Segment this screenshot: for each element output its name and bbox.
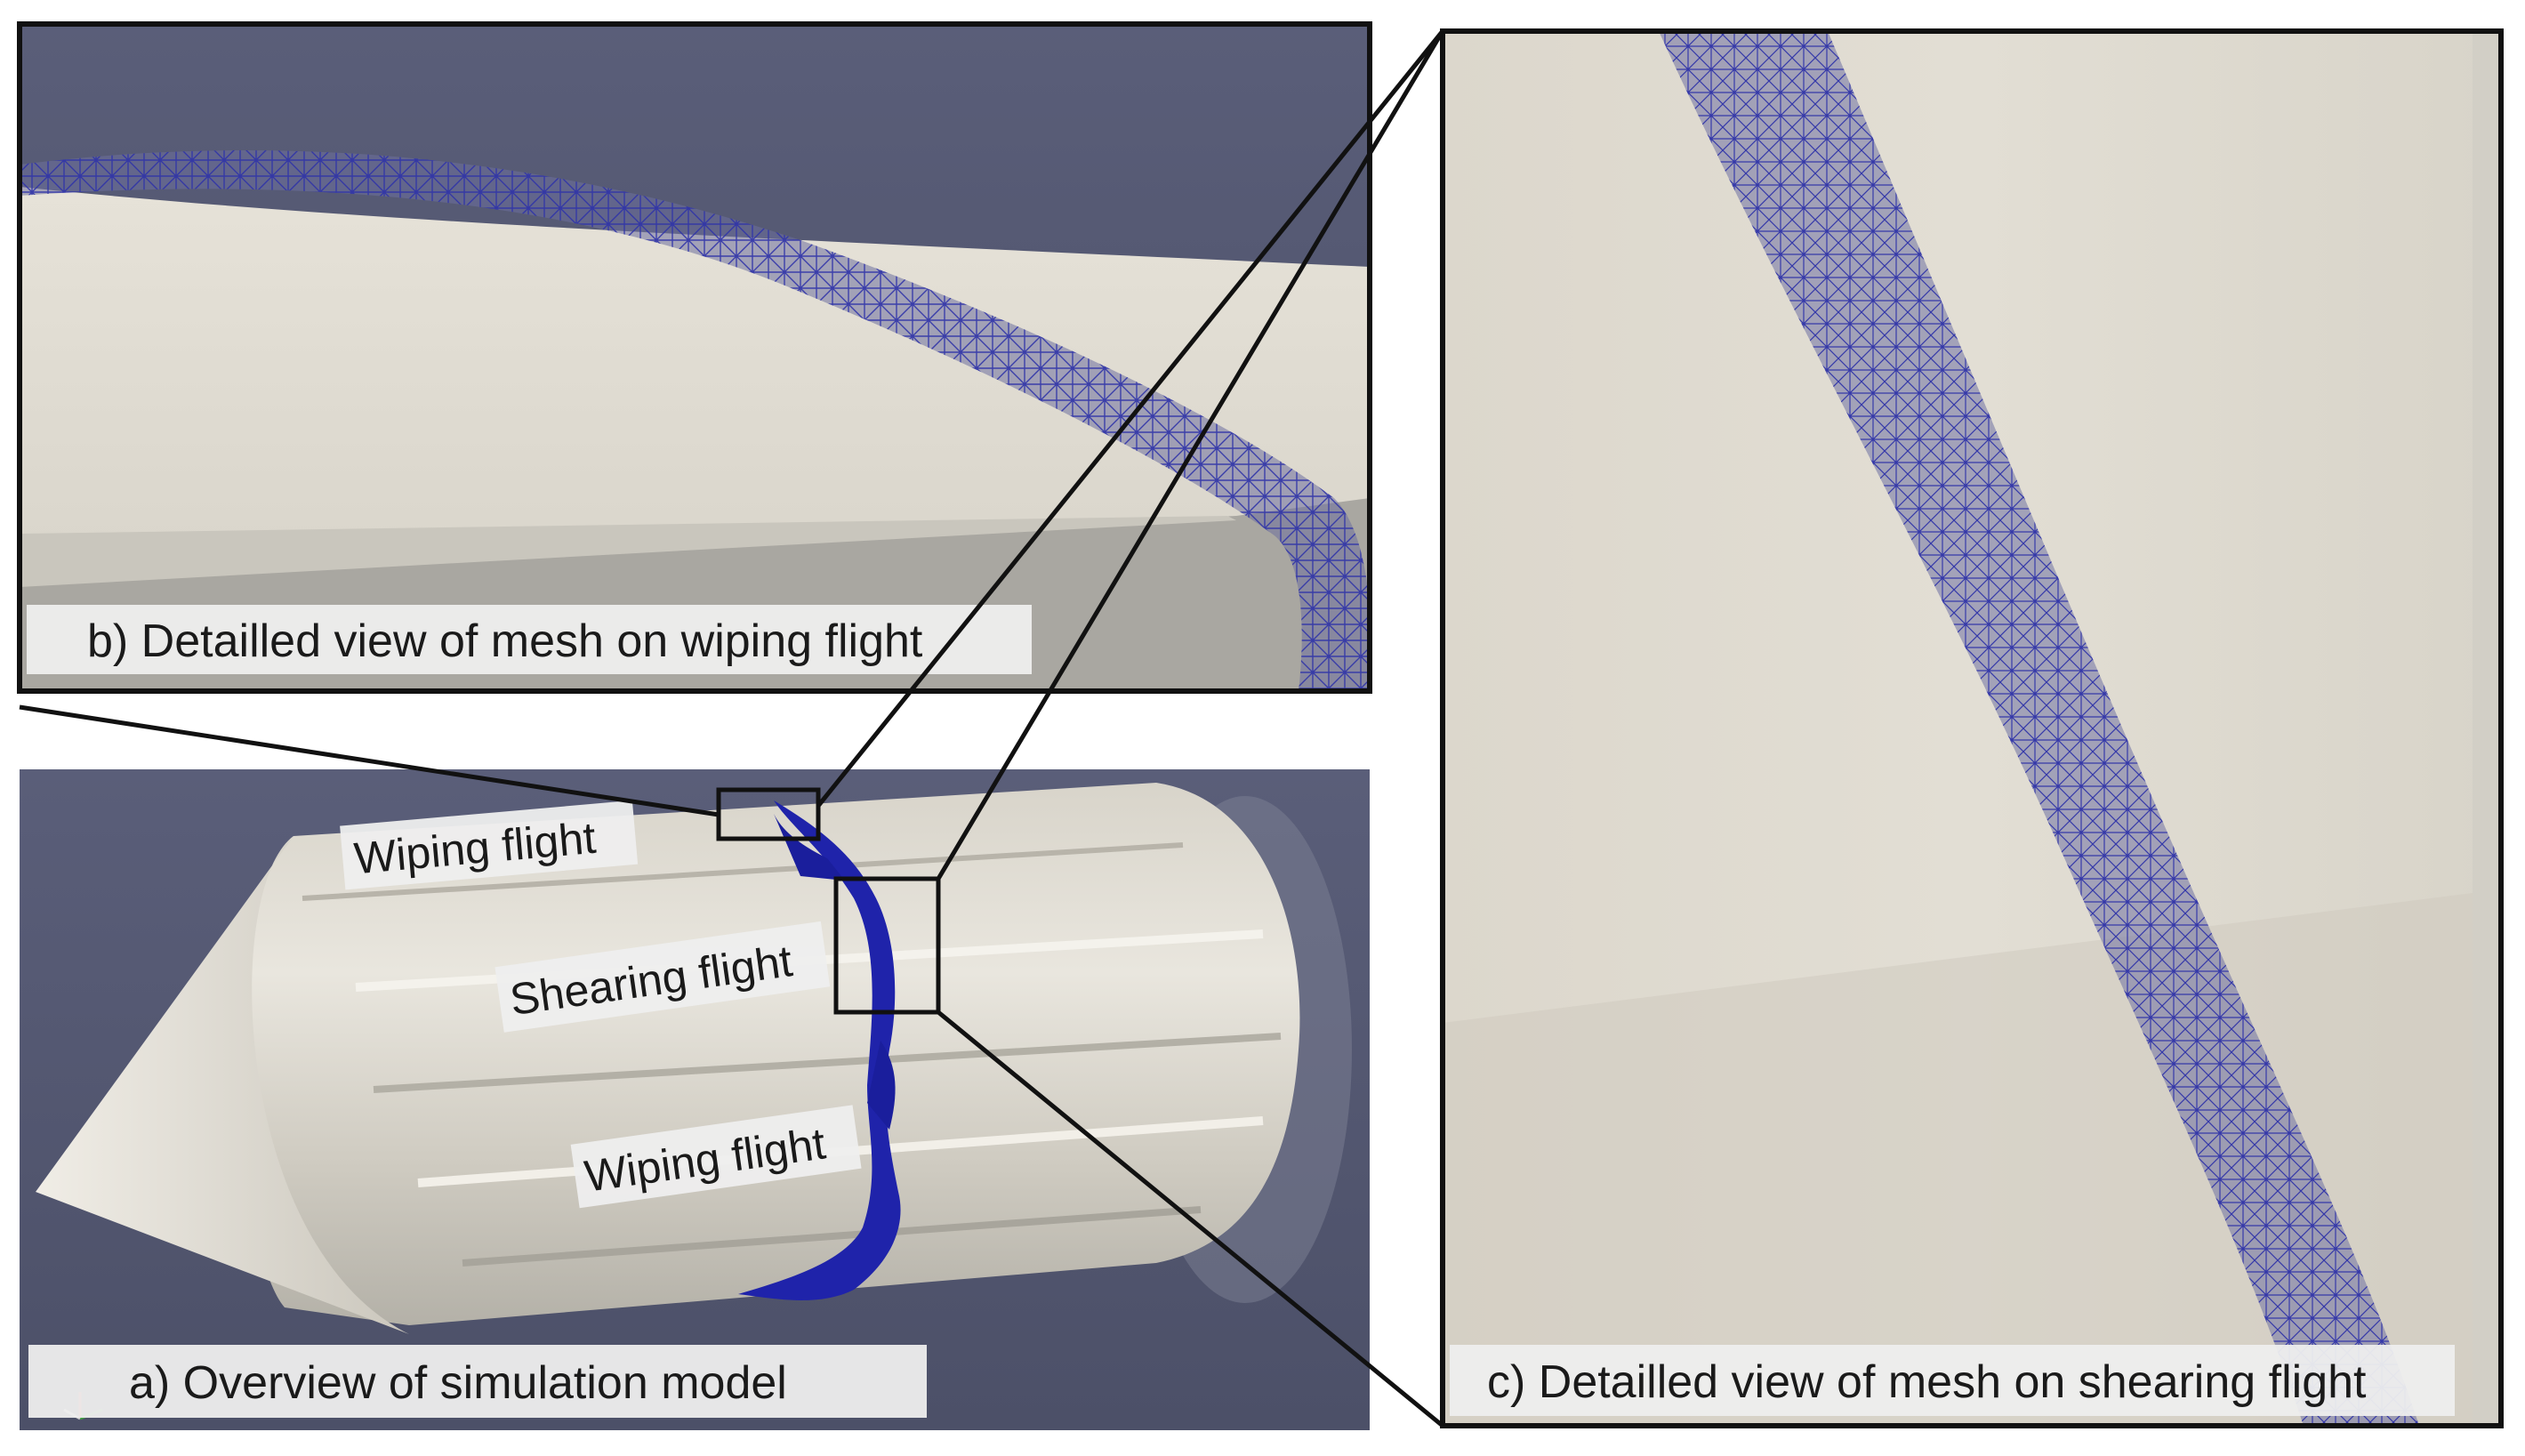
panel-c-frame	[1440, 28, 2504, 1428]
connector-c-top	[936, 29, 1445, 881]
panel-a-ridge-3	[373, 1033, 1282, 1093]
panel-c-mesh-lines	[1659, 31, 2419, 1426]
panel-b-geometry-surface	[20, 187, 1370, 578]
panel-b-caption-box	[27, 605, 1032, 674]
label-wiping-flight-bottom: Wiping flight	[570, 1105, 862, 1209]
connector-lines	[19, 29, 1445, 1428]
connector-b-right	[816, 29, 1444, 808]
panel-b-mesh-lines	[20, 150, 1370, 691]
panel-a: Wiping flight Shearing flight Wiping fli…	[20, 769, 1370, 1430]
panel-a-caption: a) Overview of simulation model	[129, 1357, 787, 1409]
panel-b-frame	[17, 21, 1372, 694]
panel-a-screw-body	[242, 783, 1300, 1325]
panel-c-caption: c) Detailled view of mesh on shearing fl…	[1487, 1356, 2367, 1408]
panel-a-flight-band-top	[774, 814, 845, 881]
panel-c-caption-box	[1450, 1345, 2455, 1416]
panel-a-flight-band-mid	[867, 1041, 896, 1130]
panel-c-right-edge	[2473, 31, 2501, 1426]
panel-a-flight-band	[738, 800, 901, 1300]
panel-a-cone-tip	[36, 836, 409, 1334]
panel-a-caption-box	[28, 1345, 927, 1418]
panel-b-caption: b) Detailled view of mesh on wiping flig…	[87, 615, 923, 667]
connector-b-left	[19, 704, 720, 817]
connector-c-bottom	[937, 1010, 1444, 1428]
panel-a-ridge-5	[462, 1206, 1202, 1267]
zoom-box-c	[833, 876, 941, 1015]
panel-a-ridge-1	[302, 842, 1184, 901]
panel-b: b) Detailled view of mesh on wiping flig…	[17, 21, 1372, 694]
panel-b-edge-highlight	[20, 516, 1236, 587]
panel-c: c) Detailled view of mesh on shearing fl…	[1440, 28, 2504, 1428]
